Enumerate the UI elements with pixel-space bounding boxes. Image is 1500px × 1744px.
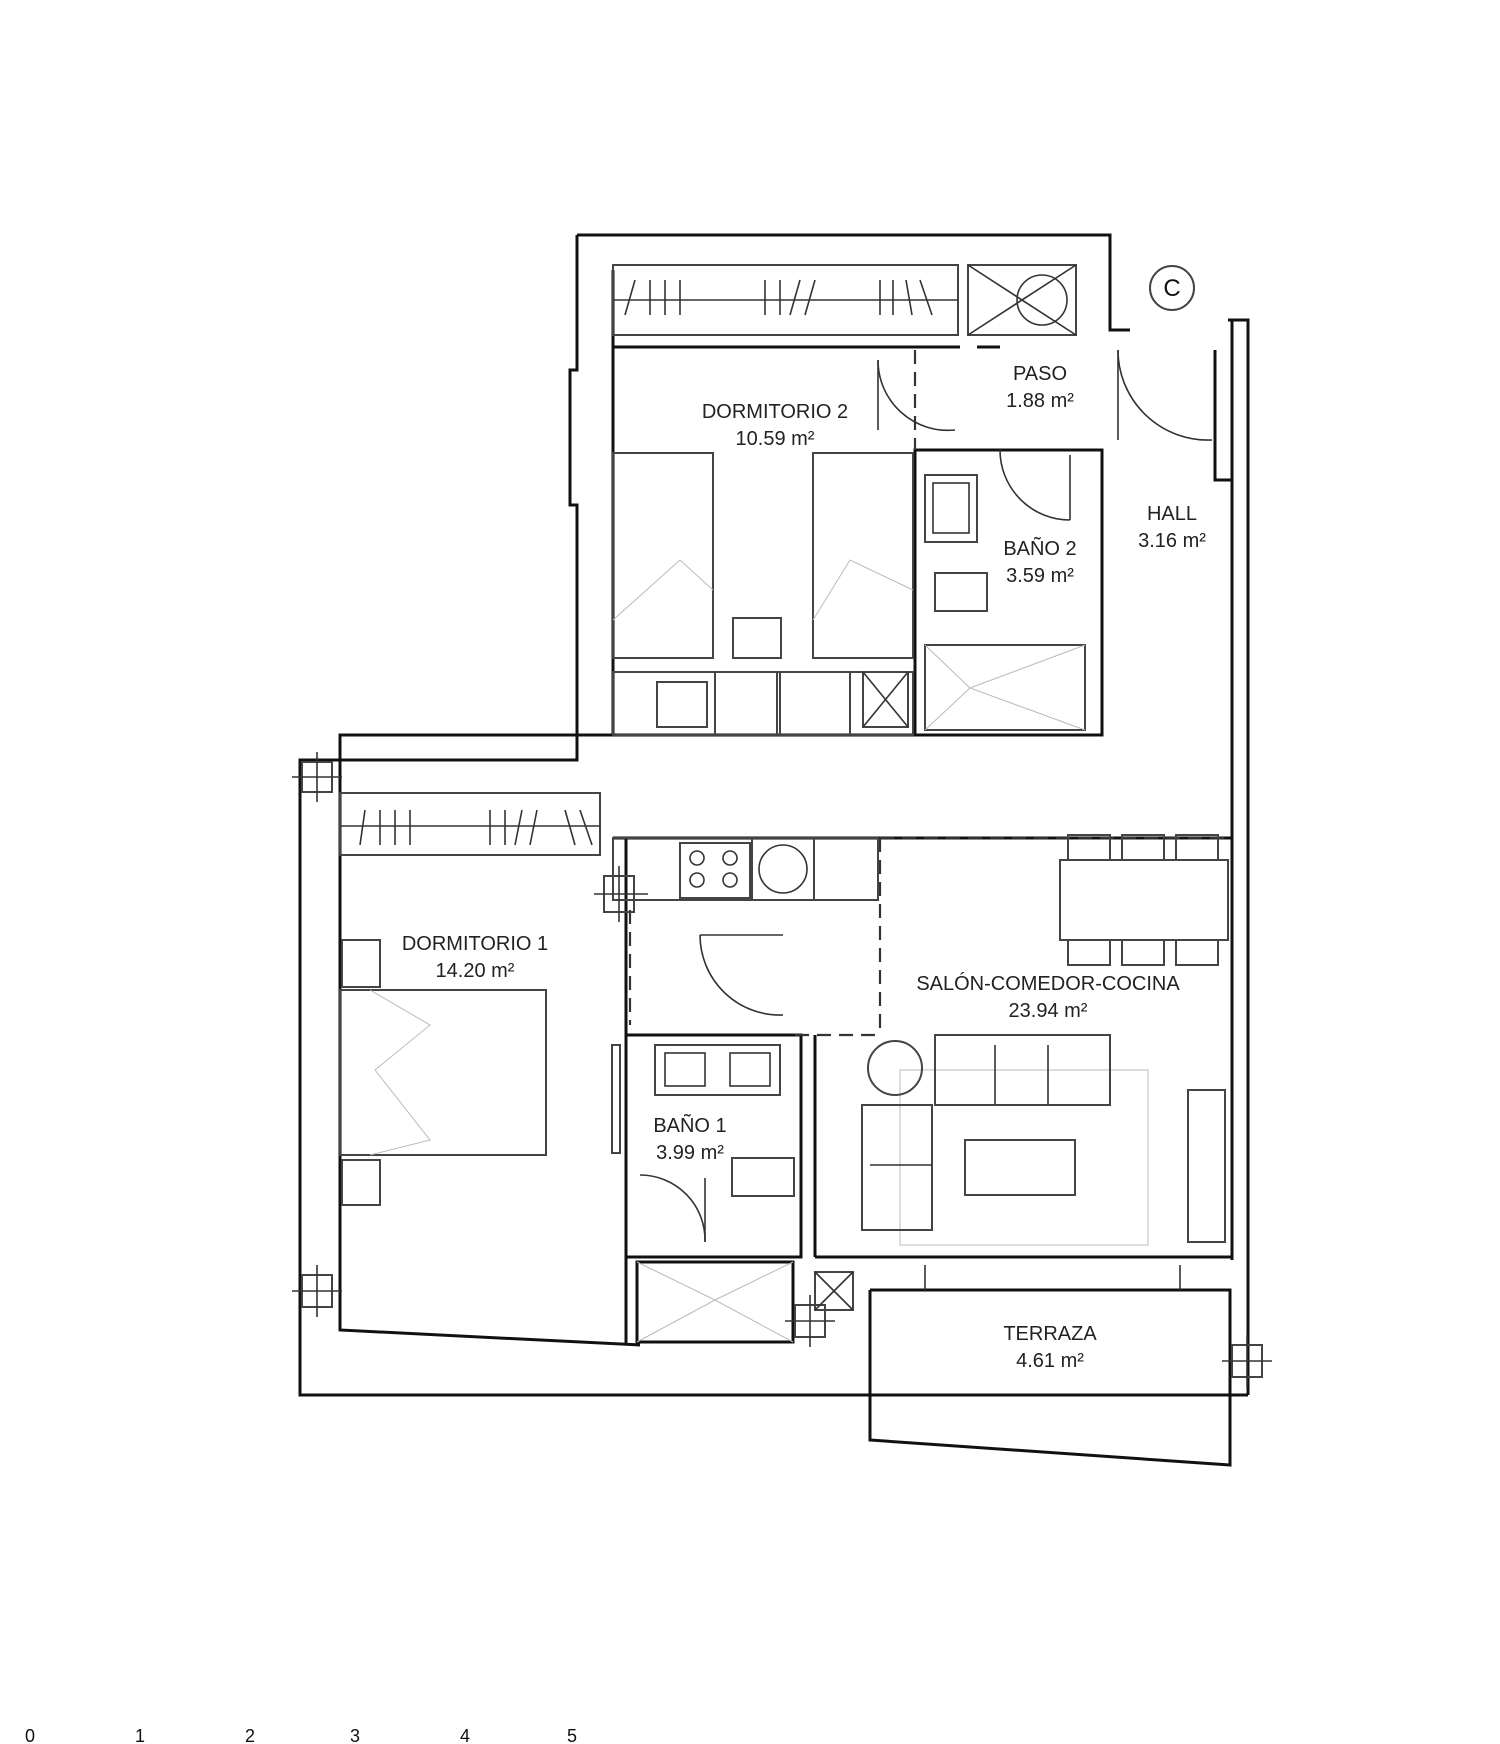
- nightstand: [732, 617, 782, 659]
- room-name-terraza: TERRAZA: [1003, 1323, 1097, 1345]
- room-area-bano-1: 3.99 m²: [656, 1142, 724, 1164]
- bano-1-fixtures: [611, 1044, 795, 1343]
- room-area-paso: 1.88 m²: [1006, 390, 1074, 412]
- room-area-dormitorio-1: 14.20 m²: [436, 960, 515, 982]
- sofa-set: [861, 1034, 1226, 1246]
- column-markers: [292, 752, 1272, 1387]
- room-name-dormitorio-1: DORMITORIO 1: [402, 933, 548, 955]
- wardrobe-dormitorio-1: [339, 792, 601, 856]
- room-name-paso: PASO: [1013, 363, 1067, 385]
- scale-tick-3: 3: [350, 1726, 360, 1744]
- room-name-hall: HALL: [1147, 503, 1197, 525]
- room-area-bano-2: 3.59 m²: [1006, 565, 1074, 587]
- doors: [639, 349, 1213, 1243]
- kitchen-storage-bar: [612, 671, 914, 736]
- scale-tick-1: 1: [135, 1726, 145, 1744]
- room-area-hall: 3.16 m²: [1138, 530, 1206, 552]
- wardrobe-top: [612, 264, 959, 336]
- room-name-bano-2: BAÑO 2: [1003, 536, 1076, 560]
- bano-2-fixtures: [924, 474, 1086, 731]
- room-name-bano-1: BAÑO 1: [653, 1113, 726, 1137]
- scale-tick-2: 2: [245, 1726, 255, 1744]
- single-bed-right: [812, 452, 914, 659]
- scale-tick-5: 5: [567, 1726, 577, 1744]
- room-area-terraza: 4.61 m²: [1016, 1350, 1084, 1372]
- room-area-salon: 23.94 m²: [1009, 1000, 1088, 1022]
- room-name-salon: SALÓN-COMEDOR-COCINA: [916, 972, 1180, 995]
- room-area-dormitorio-2: 10.59 m²: [736, 428, 815, 450]
- scale-bar: 0 1 2 3 4 5: [25, 1726, 577, 1744]
- kitchen-counter: [612, 837, 879, 901]
- storage-box-top: [967, 264, 1077, 336]
- dining-table: [1059, 834, 1229, 966]
- interior-walls: [613, 448, 1232, 1467]
- double-bed: [339, 939, 547, 1206]
- unit-badge: C: [1149, 265, 1195, 311]
- unit-badge-text: C: [1163, 275, 1180, 302]
- room-name-dormitorio-2: DORMITORIO 2: [702, 401, 848, 423]
- scale-tick-4: 4: [460, 1726, 470, 1744]
- scale-tick-0: 0: [25, 1726, 35, 1744]
- dashed-boundaries: [628, 350, 1232, 1037]
- room-labels: DORMITORIO 2 10.59 m² PASO 1.88 m² HALL …: [402, 363, 1206, 1372]
- single-bed-left: [612, 452, 714, 659]
